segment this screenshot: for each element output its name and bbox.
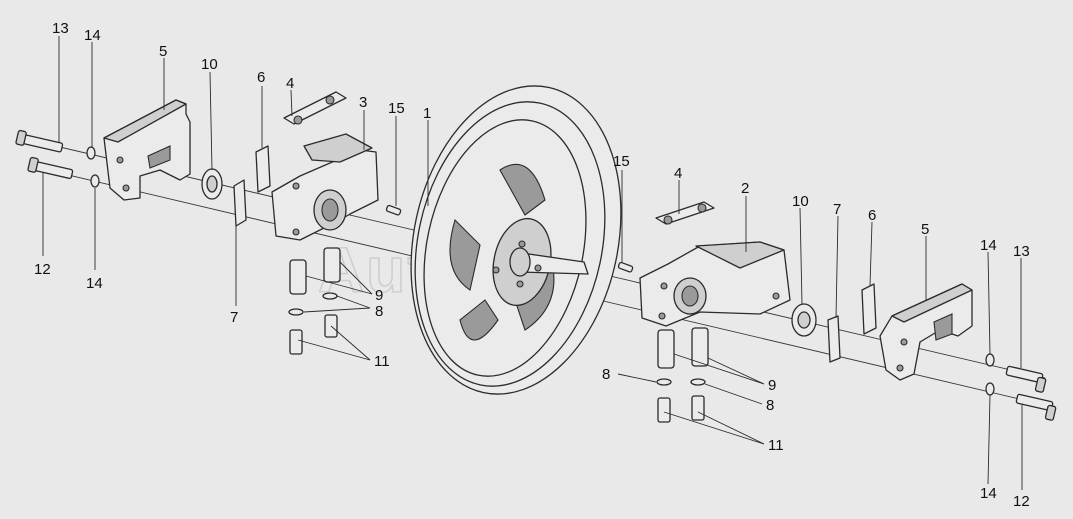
cap-plate-4-left <box>283 91 347 125</box>
callout-14-left-upper: 14 <box>84 27 101 44</box>
housing-2-right <box>639 241 791 327</box>
seal-10-left <box>201 168 223 200</box>
callout-2: 2 <box>741 180 749 197</box>
housing-3-left <box>271 133 379 241</box>
callout-14-left-lower: 14 <box>86 275 103 292</box>
callout-7-left: 7 <box>230 309 238 326</box>
callout-10-left: 10 <box>201 56 218 73</box>
callout-5-left: 5 <box>159 43 167 60</box>
callout-3: 3 <box>359 94 367 111</box>
bracket-5-left <box>103 99 191 201</box>
washer-14-left-lower <box>90 174 100 188</box>
bolt-12-right <box>1015 393 1057 421</box>
callout-13-right: 13 <box>1013 243 1030 260</box>
callout-10-right: 10 <box>792 193 809 210</box>
callout-8-right-a: 8 <box>602 366 610 383</box>
callout-6-right: 6 <box>868 207 876 224</box>
bolt-11-right-b <box>691 395 705 421</box>
callout-12-left: 12 <box>34 261 51 278</box>
callout-9-right: 9 <box>768 377 776 394</box>
key-15-left <box>385 204 402 216</box>
bolt-13-left <box>15 129 64 153</box>
shim-7-right <box>827 315 841 363</box>
washer-8-right-a <box>656 378 672 386</box>
washer-14-right-upper <box>985 353 995 367</box>
callout-14-right-lower: 14 <box>980 485 997 502</box>
shim-6-left <box>255 145 271 193</box>
callout-9-left: 9 <box>375 287 383 304</box>
callout-12-right: 12 <box>1013 493 1030 510</box>
callout-11-left: 11 <box>374 353 390 370</box>
cap-plate-4-right <box>655 201 715 225</box>
leader-lines <box>42 36 1023 490</box>
callout-6-left: 6 <box>257 69 265 86</box>
callout-4-left: 4 <box>286 75 294 92</box>
springs-9-left <box>289 247 341 295</box>
seal-10-right <box>791 303 817 337</box>
wheel-1 <box>410 85 622 395</box>
callout-13-left: 13 <box>52 20 69 37</box>
callout-1: 1 <box>423 105 431 122</box>
washer-14-right-lower <box>985 382 995 396</box>
callout-5-right: 5 <box>921 221 929 238</box>
callout-labels: 13 14 5 10 6 4 3 15 1 12 14 7 9 8 11 15 … <box>34 20 1030 510</box>
bolt-12-left <box>27 156 74 180</box>
shim-6-right <box>861 283 877 335</box>
springs-9-right <box>657 327 709 369</box>
bracket-5-right <box>879 283 973 381</box>
washer-8-left-a <box>288 308 304 316</box>
callout-14-right-upper: 14 <box>980 237 997 254</box>
key-15-right <box>617 261 634 273</box>
callout-4-right: 4 <box>674 165 682 182</box>
bolt-11-right-a <box>657 397 671 423</box>
callout-7-right: 7 <box>833 201 841 218</box>
washer-14-left-upper <box>86 146 96 160</box>
bolt-13-right <box>1005 365 1047 393</box>
shim-7-left <box>233 179 247 227</box>
washer-8-right-b <box>690 378 706 386</box>
bolt-11-left-a <box>289 329 303 355</box>
callout-15-right: 15 <box>613 153 630 170</box>
callout-15-left: 15 <box>388 100 405 117</box>
callout-8-right-b: 8 <box>766 397 774 414</box>
washer-8-left-b <box>322 292 338 300</box>
callout-11-right: 11 <box>768 437 784 454</box>
callout-8-left: 8 <box>375 303 383 320</box>
